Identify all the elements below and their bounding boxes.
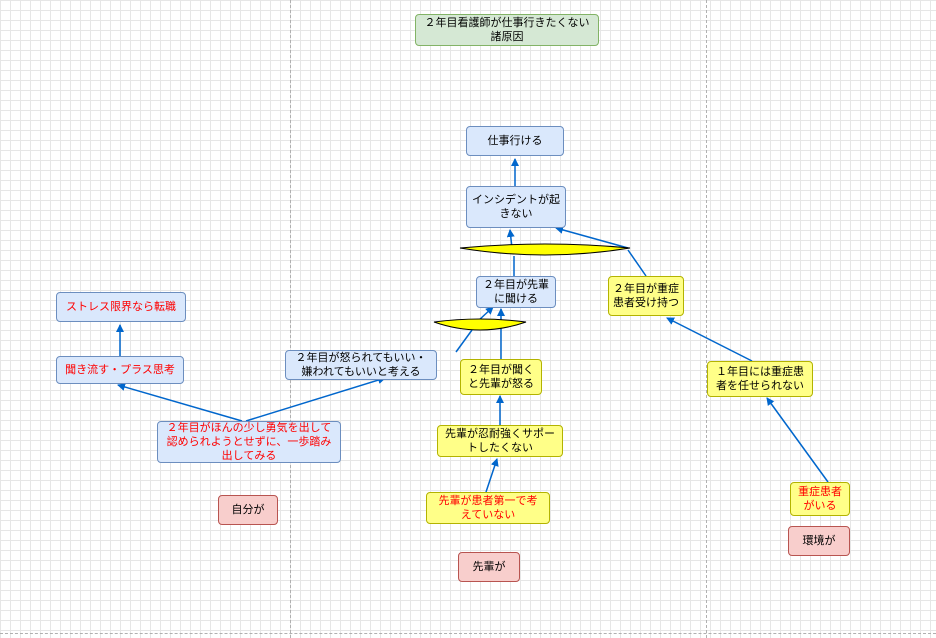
edge-patient-first-to-no-support xyxy=(485,458,499,493)
severe-patient-node: 重症患者 がいる xyxy=(790,482,850,516)
edge-first-year-to-take-severe xyxy=(666,317,753,362)
edge-ok-scolded-to-gate2 xyxy=(455,329,473,353)
ask-then-angry-node: ２年目が聞く と先輩が怒る xyxy=(460,359,542,395)
edge-brave-to-ok-scolded xyxy=(245,376,386,422)
environment-section-label: 環境が xyxy=(788,526,850,556)
section-divider-bottom xyxy=(0,633,936,634)
ok-scolded-node: ２年目が怒られてもいい・ 嫌われてもいいと考える xyxy=(285,350,437,380)
diagram-title: ２年目看護師が仕事行きたくない 諸原因 xyxy=(415,14,599,46)
take-severe-node: ２年目が重症 患者受け持つ xyxy=(608,276,684,316)
goal-node: 仕事行ける xyxy=(466,126,564,156)
section-divider-right xyxy=(706,0,707,638)
no-incident-node: インシデントが起 きない xyxy=(466,186,566,228)
edge-severe-patient-to-first-year xyxy=(766,397,829,483)
senior-section-label: 先輩が xyxy=(458,552,520,582)
and-gate-upper xyxy=(459,243,631,256)
ask-senior-node: ２年目が先輩 に聞ける xyxy=(476,276,556,308)
no-support-node: 先輩が忍耐強くサポー トしたくない xyxy=(437,425,563,457)
edge-take-severe-to-no-incident xyxy=(555,226,629,249)
let-it-pass-node: 聞き流す・プラス思考 xyxy=(56,356,184,384)
section-divider-left xyxy=(290,0,291,638)
self-section-label: 自分が xyxy=(218,495,278,525)
change-job-node: ストレス限界なら転職 xyxy=(56,292,186,322)
edge-take-severe-to-gate xyxy=(627,249,647,277)
first-year-node: １年目には重症患 者を任せられない xyxy=(707,361,813,397)
patient-first-node: 先輩が患者第一で考 えていない xyxy=(426,492,550,524)
edge-brave-to-let-it-pass xyxy=(117,383,243,422)
brave-step-node: ２年目がほんの少し勇気を出して 認められようとせずに、一歩踏み 出してみる xyxy=(157,421,341,463)
and-gate-lower xyxy=(433,318,527,331)
